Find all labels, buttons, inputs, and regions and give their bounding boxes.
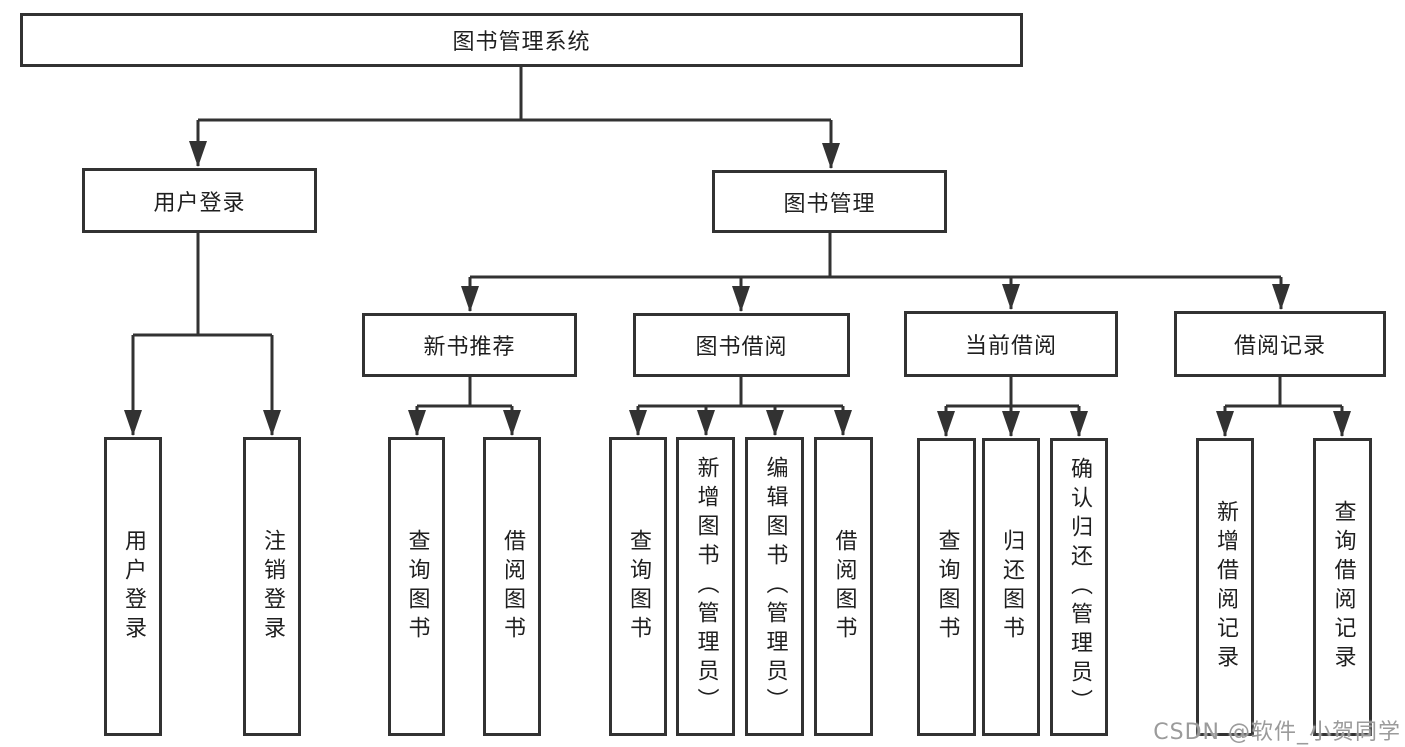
node-book-borrowing: 图书借阅 bbox=[633, 313, 850, 377]
node-label: 借阅图书 bbox=[831, 528, 857, 645]
node-label: 图书管理系统 bbox=[452, 30, 591, 55]
leaf-borrow-add-books-admin: 新增图书（管理员） bbox=[676, 437, 735, 736]
leaf-records-query-borrow-record: 查询借阅记录 bbox=[1313, 438, 1372, 736]
leaf-logout-login: 注销登录 bbox=[243, 437, 301, 736]
watermark: CSDN @软件_小贺同学 bbox=[1153, 720, 1401, 745]
leaf-recommend-query-books: 查询图书 bbox=[388, 437, 445, 736]
node-label: 当前借阅 bbox=[964, 334, 1057, 359]
node-label: 注销登录 bbox=[260, 528, 285, 645]
node-label: 用户登录 bbox=[153, 190, 246, 216]
node-label: 新增借阅记录 bbox=[1213, 500, 1238, 674]
node-label: 确认归还（管理员） bbox=[1067, 456, 1092, 718]
node-label: 图书管理 bbox=[783, 191, 876, 217]
node-label: 新书推荐 bbox=[423, 335, 516, 360]
leaf-recommend-borrow-books: 借阅图书 bbox=[483, 437, 541, 736]
node-borrowing-records: 借阅记录 bbox=[1174, 311, 1386, 377]
node-user-login: 用户登录 bbox=[82, 168, 317, 233]
leaf-current-confirm-return-admin: 确认归还（管理员） bbox=[1050, 438, 1108, 736]
leaf-borrow-edit-books-admin: 编辑图书（管理员） bbox=[745, 437, 804, 736]
node-label: 编辑图书（管理员） bbox=[762, 456, 788, 717]
node-current-borrowing: 当前借阅 bbox=[904, 311, 1118, 377]
node-label: 查询图书 bbox=[934, 529, 960, 645]
node-book-management: 图书管理 bbox=[712, 170, 947, 233]
node-new-book-recommendation: 新书推荐 bbox=[362, 313, 577, 377]
leaf-current-return-books: 归还图书 bbox=[982, 438, 1040, 736]
node-label: 用户登录 bbox=[121, 528, 146, 645]
node-label: 查询借阅记录 bbox=[1330, 500, 1356, 674]
node-label: 借阅图书 bbox=[500, 528, 525, 645]
node-label: 归还图书 bbox=[999, 529, 1024, 645]
node-label: 查询图书 bbox=[626, 528, 651, 645]
node-label: 查询图书 bbox=[404, 528, 430, 645]
leaf-current-query-books: 查询图书 bbox=[917, 438, 976, 736]
leaf-borrow-query-books: 查询图书 bbox=[609, 437, 667, 736]
node-label: 借阅记录 bbox=[1233, 334, 1326, 359]
leaf-records-add-borrow-record: 新增借阅记录 bbox=[1196, 438, 1254, 736]
node-label: 图书借阅 bbox=[695, 335, 788, 360]
node-root-library-system: 图书管理系统 bbox=[20, 13, 1023, 67]
leaf-borrow-borrow-books: 借阅图书 bbox=[814, 437, 873, 736]
leaf-user-login: 用户登录 bbox=[104, 437, 162, 736]
node-label: 新增图书（管理员） bbox=[693, 456, 719, 717]
